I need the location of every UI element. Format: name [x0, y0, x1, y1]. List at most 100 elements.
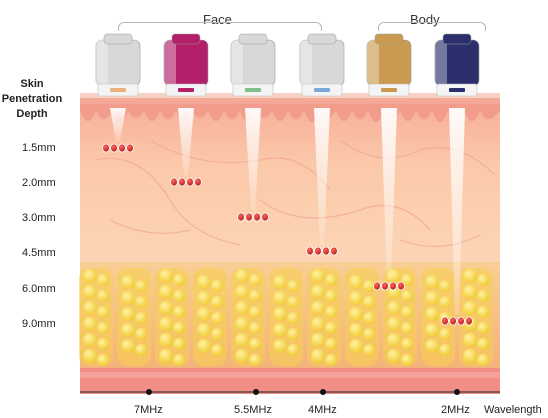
- cartridge: [96, 34, 140, 96]
- frequency-marker: [320, 389, 326, 395]
- focal-dot: [390, 282, 397, 290]
- cartridge-highlight: [231, 40, 243, 86]
- fat-cell: [235, 301, 249, 315]
- fat-cell: [235, 317, 249, 331]
- cartridge-highlight: [164, 40, 176, 86]
- fat-cells: [79, 268, 493, 366]
- cartridge-cap: [308, 34, 336, 44]
- fat-cell: [197, 275, 211, 289]
- fat-cell: [197, 323, 211, 337]
- focal-dot: [262, 213, 269, 221]
- fat-cell: [173, 338, 185, 350]
- focal-dot: [195, 178, 202, 186]
- focal-dot: [315, 247, 322, 255]
- fat-cell: [477, 274, 489, 286]
- frequency-label: 2MHz: [441, 404, 470, 416]
- fat-cell: [311, 285, 325, 299]
- focal-dot: [179, 178, 186, 186]
- fat-cell: [463, 301, 477, 315]
- fat-cell: [83, 269, 97, 283]
- fat-cell: [249, 354, 261, 366]
- fat-cell: [477, 290, 489, 302]
- fat-cell: [387, 333, 401, 347]
- fat-cell: [249, 274, 261, 286]
- fat-cell: [325, 290, 337, 302]
- cartridge: [367, 34, 411, 96]
- fat-cell: [97, 290, 109, 302]
- fat-cell: [401, 290, 413, 302]
- fat-cell: [349, 307, 363, 321]
- focal-dot: [398, 282, 405, 290]
- fat-cell: [325, 322, 337, 334]
- fat-cell: [249, 290, 261, 302]
- cartridge-highlight: [435, 40, 447, 86]
- focal-dot: [238, 213, 245, 221]
- cartridge-band: [381, 88, 397, 92]
- fat-cell: [159, 285, 173, 299]
- cartridges: [96, 34, 479, 96]
- fat-cell: [477, 322, 489, 334]
- focal-dot: [307, 247, 314, 255]
- focal-dot: [171, 178, 178, 186]
- focal-dot: [111, 144, 118, 152]
- focal-dot: [187, 178, 194, 186]
- fat-cell: [387, 301, 401, 315]
- fat-cell: [121, 307, 135, 321]
- cartridge-cap: [443, 34, 471, 44]
- cartridge: [164, 34, 208, 96]
- fat-cell: [197, 307, 211, 321]
- fat-cell: [249, 338, 261, 350]
- dermis-layer: [80, 108, 500, 268]
- base-band: [80, 368, 500, 394]
- fat-cell: [83, 349, 97, 363]
- fat-cell: [135, 344, 147, 356]
- fat-cell: [401, 306, 413, 318]
- focal-dot: [103, 144, 110, 152]
- fat-cell: [439, 296, 451, 308]
- fat-cell: [287, 328, 299, 340]
- cartridge-band: [110, 88, 126, 92]
- fat-cell: [273, 291, 287, 305]
- fat-cell: [439, 344, 451, 356]
- frequency-label: 7MHz: [134, 404, 163, 416]
- fat-cell: [325, 306, 337, 318]
- frequency-marker: [454, 389, 460, 395]
- focal-dot: [331, 247, 338, 255]
- fat-cell: [363, 296, 375, 308]
- fat-cell: [311, 317, 325, 331]
- fat-cell: [439, 280, 451, 292]
- fat-cell: [235, 349, 249, 363]
- fat-cell: [477, 306, 489, 318]
- fat-cell: [477, 338, 489, 350]
- focal-dot: [450, 317, 457, 325]
- fat-cell: [463, 349, 477, 363]
- fat-cell: [249, 306, 261, 318]
- fat-cell: [287, 344, 299, 356]
- fat-cell: [463, 269, 477, 283]
- fat-cell: [83, 317, 97, 331]
- focal-dot: [382, 282, 389, 290]
- focal-dot: [127, 144, 134, 152]
- fat-cell: [159, 269, 173, 283]
- fat-cell: [135, 312, 147, 324]
- fat-cell: [121, 323, 135, 337]
- fat-cell: [325, 274, 337, 286]
- cartridge: [300, 34, 344, 96]
- fat-cell: [287, 312, 299, 324]
- cartridge-highlight: [367, 40, 379, 86]
- fat-cell: [273, 323, 287, 337]
- fat-cell: [97, 338, 109, 350]
- focal-dot: [323, 247, 330, 255]
- wavelength-axis-title: Wavelength: [484, 404, 542, 416]
- fat-cell: [363, 344, 375, 356]
- fat-cell: [425, 291, 439, 305]
- fat-cell: [135, 280, 147, 292]
- fat-cell: [173, 354, 185, 366]
- fat-cell: [273, 307, 287, 321]
- fat-cell: [159, 317, 173, 331]
- fat-cell: [97, 322, 109, 334]
- fat-cell: [235, 333, 249, 347]
- fat-cell: [121, 275, 135, 289]
- fat-cell: [463, 333, 477, 347]
